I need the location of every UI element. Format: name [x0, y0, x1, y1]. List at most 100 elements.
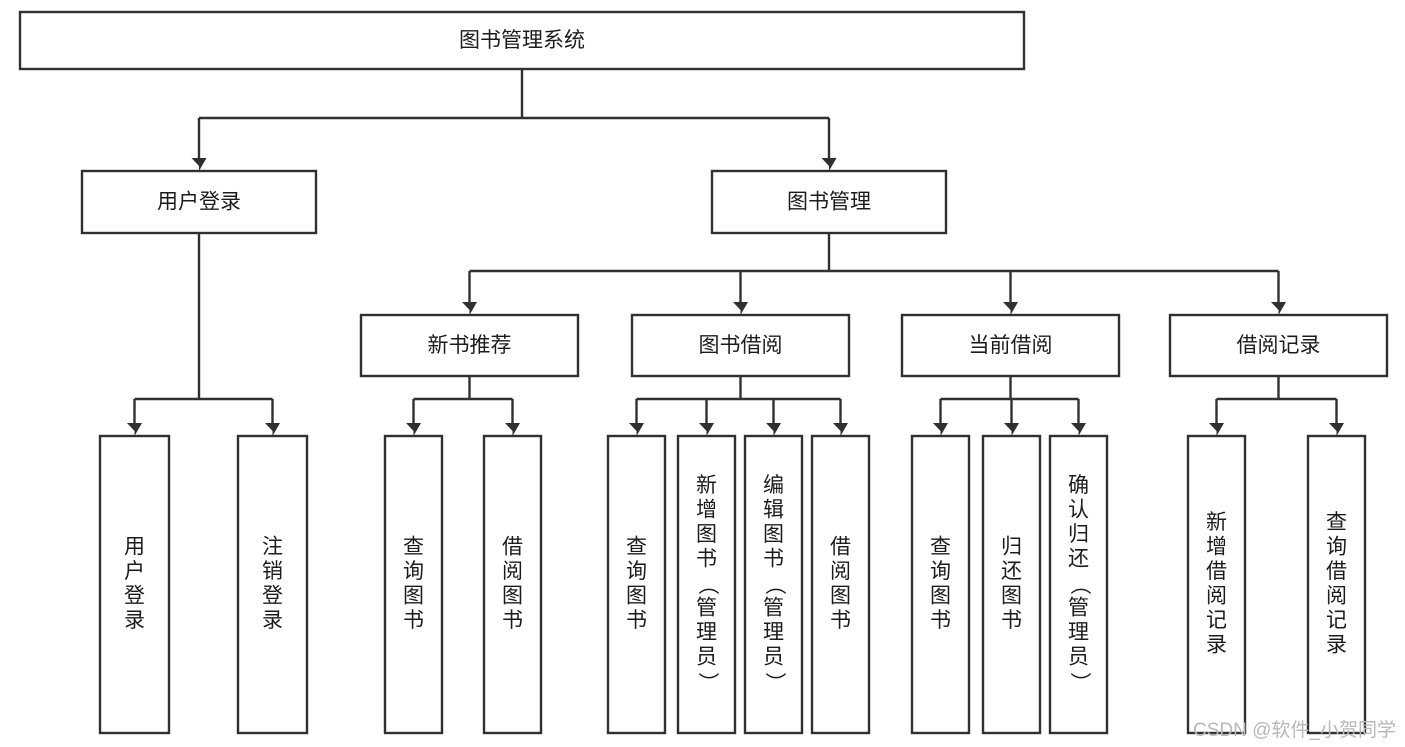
leaf-node-box-3[interactable]	[482, 434, 543, 735]
svg-text:询: 询	[1326, 535, 1347, 558]
svg-text:图: 图	[626, 584, 647, 607]
svg-text:登: 登	[262, 584, 283, 607]
level3-node-box-2[interactable]	[900, 313, 1121, 378]
svg-text:查: 查	[626, 535, 647, 558]
leaf-node-0-label: 用户登录	[124, 535, 145, 632]
svg-text:书: 书	[502, 609, 523, 632]
svg-text:销: 销	[262, 560, 283, 583]
svg-text:）: ）	[763, 672, 786, 693]
leaf-node-box-5[interactable]	[676, 434, 737, 735]
svg-text:理: 理	[1068, 621, 1089, 644]
leaf-node-box-12[interactable]	[1306, 434, 1367, 735]
level2-node-0-label: 用户登录	[157, 191, 241, 214]
svg-text:新: 新	[696, 474, 717, 497]
leaf-0-arrowhead	[127, 423, 142, 436]
svg-text:查: 查	[930, 535, 951, 558]
svg-text:记: 记	[1326, 609, 1347, 632]
svg-text:理: 理	[696, 621, 717, 644]
svg-text:员: 员	[763, 646, 784, 669]
leaf-2-arrowhead	[766, 423, 781, 436]
leaf-node-box-9[interactable]	[981, 434, 1042, 735]
leaf-node-box-1[interactable]	[236, 434, 309, 735]
leaf-0-arrowhead	[629, 423, 644, 436]
svg-text:员: 员	[1068, 646, 1089, 669]
leaf-1-arrowhead	[265, 423, 280, 436]
svg-text:注: 注	[262, 535, 283, 558]
leaf-0-arrowhead	[1209, 423, 1224, 436]
level3-node-2-label: 当前借阅	[969, 334, 1053, 357]
svg-text:书: 书	[930, 609, 951, 632]
svg-text:录: 录	[124, 609, 145, 632]
svg-text:归: 归	[1068, 523, 1089, 546]
level2-node-box-0[interactable]	[80, 169, 318, 235]
leaf-0-arrowhead	[406, 423, 421, 436]
level3-0-arrowhead	[462, 302, 477, 315]
level3-node-box-0[interactable]	[359, 313, 580, 378]
csdn-watermark: CSDN @软件_小贺同学	[1193, 719, 1396, 741]
level3-node-1-label: 图书借阅	[699, 334, 783, 357]
svg-text:录: 录	[1206, 633, 1227, 656]
leaf-0-arrowhead	[933, 423, 948, 436]
svg-text:阅: 阅	[830, 560, 851, 583]
svg-text:管: 管	[1068, 597, 1089, 620]
svg-text:确: 确	[1068, 474, 1089, 497]
svg-text:用: 用	[124, 535, 145, 558]
svg-text:询: 询	[403, 560, 424, 583]
svg-text:图: 图	[763, 523, 784, 546]
svg-text:还: 还	[1068, 548, 1089, 571]
svg-text:书: 书	[696, 548, 717, 571]
svg-text:管: 管	[763, 597, 784, 620]
leaf-node-box-2[interactable]	[383, 434, 444, 735]
level3-node-box-3[interactable]	[1168, 313, 1389, 378]
svg-text:借: 借	[830, 535, 851, 558]
svg-text:（: （	[763, 574, 786, 595]
leaf-node-box-8[interactable]	[910, 434, 971, 735]
svg-text:记: 记	[1206, 609, 1227, 632]
leaf-node-box-7[interactable]	[810, 434, 871, 735]
svg-text:还: 还	[1001, 560, 1022, 583]
svg-text:登: 登	[124, 584, 145, 607]
svg-text:图: 图	[403, 584, 424, 607]
svg-text:书: 书	[626, 609, 647, 632]
svg-text:户: 户	[124, 560, 145, 583]
svg-text:）: ）	[696, 672, 719, 693]
root-node-box[interactable]	[18, 10, 1026, 71]
svg-text:图: 图	[930, 584, 951, 607]
leaf-node-box-6[interactable]	[743, 434, 804, 735]
svg-text:员: 员	[696, 646, 717, 669]
svg-text:编: 编	[763, 474, 784, 497]
leaf-node-box-11[interactable]	[1186, 434, 1247, 735]
svg-text:阅: 阅	[1206, 584, 1227, 607]
root-node-label: 图书管理系统	[459, 29, 585, 52]
svg-text:书: 书	[1001, 609, 1022, 632]
level2-node-box-1[interactable]	[710, 169, 948, 235]
svg-text:认: 认	[1068, 499, 1089, 522]
svg-text:书: 书	[763, 548, 784, 571]
svg-text:增: 增	[696, 499, 717, 522]
level2-node-1-label: 图书管理	[787, 191, 871, 214]
svg-text:理: 理	[763, 621, 784, 644]
leaf-node-box-4[interactable]	[606, 434, 667, 735]
level2-0-arrowhead	[191, 158, 207, 171]
svg-text:录: 录	[262, 609, 283, 632]
svg-text:借: 借	[1326, 560, 1347, 583]
svg-text:询: 询	[930, 560, 951, 583]
node-labels: 图书管理系统用户登录图书管理新书推荐图书借阅当前借阅借阅记录用户登录注销登录查询…	[124, 29, 1347, 693]
leaf-node-box-0[interactable]	[98, 434, 171, 735]
leaf-node-box-10[interactable]	[1048, 434, 1109, 735]
svg-text:录: 录	[1326, 633, 1347, 656]
svg-text:图: 图	[502, 584, 523, 607]
level3-node-box-1[interactable]	[630, 313, 851, 378]
svg-text:书: 书	[830, 609, 851, 632]
